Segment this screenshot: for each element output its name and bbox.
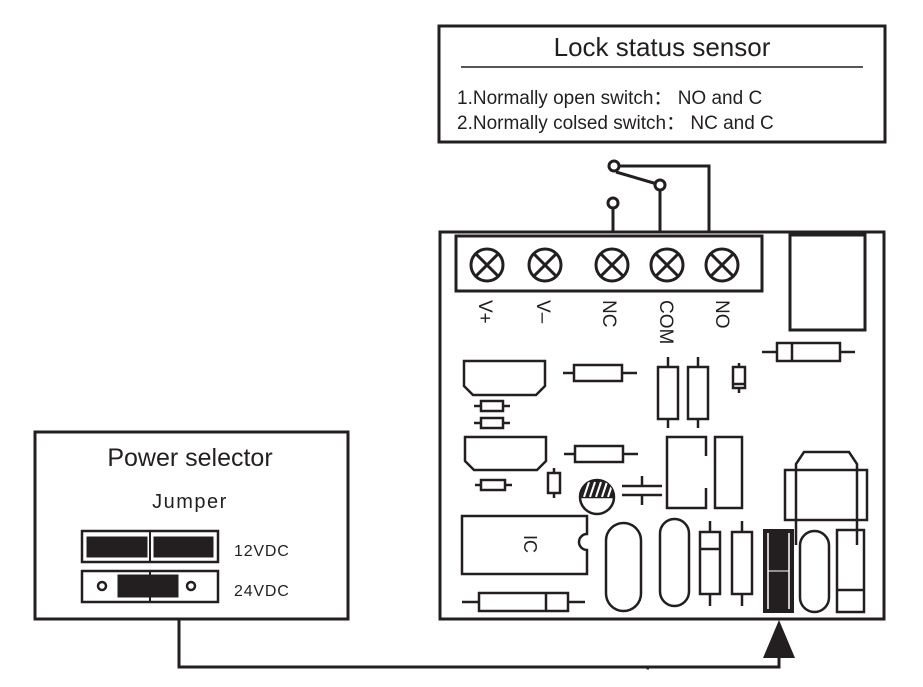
capacitor-small — [622, 476, 662, 505]
regulator-1 — [462, 359, 547, 397]
resistor-v-2 — [686, 357, 710, 428]
lock-status-sensor-box: Lock status sensor 1.Normally open switc… — [437, 24, 887, 144]
pcb-board: V+ V– NC COM NO — [438, 230, 886, 621]
terminal-label-no: NO — [711, 300, 732, 329]
terminal-labels: V+ V– NC COM NO — [474, 300, 732, 344]
option-12vdc-label: 12VDC — [234, 543, 290, 560]
switch-contact-top — [607, 159, 621, 173]
transformer-cap — [794, 450, 859, 545]
terminal-screw-com — [649, 247, 685, 283]
switch-contact-nc — [606, 196, 620, 210]
crystal-2 — [658, 517, 691, 608]
ic-chip: IC — [460, 514, 589, 576]
transformer — [783, 468, 869, 522]
terminal-block — [454, 234, 764, 293]
terminal-screw-nc — [594, 247, 630, 283]
relay — [788, 233, 867, 332]
small-diode-1 — [731, 363, 747, 393]
jumper-24vdc — [80, 569, 220, 604]
switch-symbol — [606, 159, 711, 233]
small-resistor-v — [546, 468, 562, 498]
lock-sensor-title: Lock status sensor — [554, 32, 771, 62]
ic-label: IC — [520, 535, 540, 553]
jumper-12vdc — [80, 529, 220, 564]
terminal-screw-vplus — [469, 247, 505, 283]
inductor — [665, 435, 744, 510]
switch-component — [835, 528, 866, 614]
fuse-bottom — [462, 591, 585, 613]
photo-sensor — [578, 478, 616, 516]
lock-sensor-line-1: 1.Normally open switch： NO and C — [457, 88, 762, 109]
connector-arrow — [177, 619, 795, 670]
small-resistor-3 — [475, 478, 512, 492]
terminal-screw-no — [704, 247, 740, 283]
diode-top-right — [762, 341, 855, 363]
terminal-label-vminus: V– — [532, 300, 553, 324]
terminal-label-nc: NC — [598, 300, 619, 327]
terminal-label-com: COM — [655, 300, 676, 344]
option-24vdc-label: 24VDC — [234, 583, 290, 600]
board-jumper-header — [763, 529, 794, 613]
arrow-head-icon — [763, 620, 795, 658]
jumper-label: Jumper — [152, 491, 228, 513]
terminal-label-vplus: V+ — [474, 300, 495, 324]
small-resistor-2 — [474, 416, 510, 430]
resistor-h-2 — [564, 444, 638, 464]
resistor-h-1 — [563, 363, 637, 383]
diode-v-1 — [698, 521, 722, 606]
small-resistor-1 — [474, 399, 510, 413]
resistor-v-1 — [656, 357, 680, 428]
terminal-screw-vminus — [527, 247, 563, 283]
diode-v-2 — [730, 521, 754, 606]
lock-sensor-line-2: 2.Normally colsed switch： NC and C — [457, 113, 774, 134]
crystal-3 — [798, 529, 831, 614]
power-selector-box: Power selector Jumper 12VDC 24VDC — [33, 430, 350, 621]
power-selector-title: Power selector — [107, 444, 272, 472]
switch-contact-com — [653, 178, 667, 192]
regulator-2 — [463, 435, 548, 472]
crystal-1 — [604, 521, 643, 613]
